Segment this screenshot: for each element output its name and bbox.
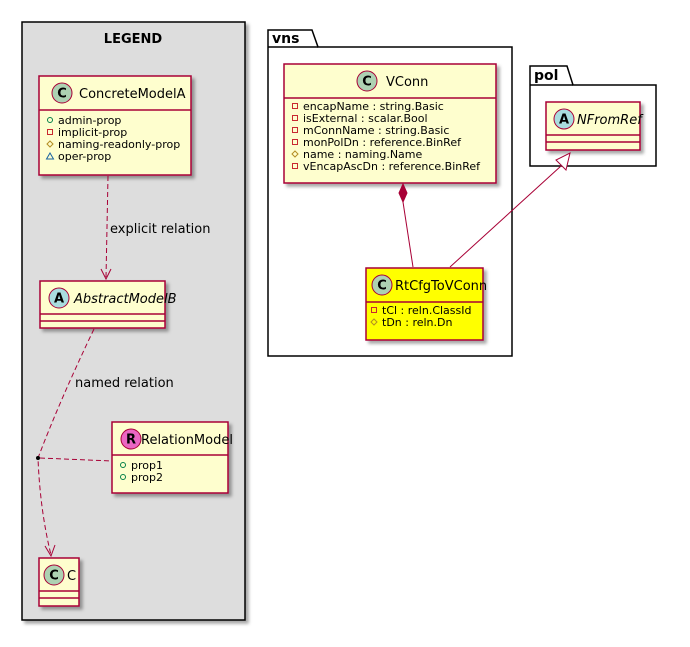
class-relation-model: R RelationModel prop1 prop2 xyxy=(111,421,233,494)
protected-icon xyxy=(291,150,299,158)
package-icon xyxy=(45,152,55,160)
abstract-icon: A xyxy=(559,113,569,128)
class-vconn: C VConn encapName : string.Basic isExter… xyxy=(283,63,497,184)
attr-vencap-asc-dn: vEncapAscDn : reference.BinRef xyxy=(303,160,481,173)
attr-tcl: tCl : reln.ClassId xyxy=(382,304,472,317)
private-icon xyxy=(292,127,298,133)
attr-name: name : naming.Name xyxy=(303,148,423,161)
attr-monpol-dn: monPolDn : reference.BinRef xyxy=(303,136,462,149)
class-icon: C xyxy=(377,279,387,294)
public-icon xyxy=(120,462,126,468)
attr-tdn: tDn : reln.Dn xyxy=(382,316,452,329)
private-icon xyxy=(292,115,298,121)
association-point xyxy=(36,456,40,460)
attr-admin-prop: admin-prop xyxy=(58,114,121,127)
package-title: vns xyxy=(272,31,299,47)
class-name: VConn xyxy=(386,75,428,90)
private-icon xyxy=(371,307,377,313)
legend-panel: LEGEND C ConcreteModelA admin-prop impli… xyxy=(21,21,246,621)
class-concrete-model-a: C ConcreteModelA admin-prop implicit-pro… xyxy=(38,75,192,176)
composition-link xyxy=(398,182,414,268)
class-icon: C xyxy=(49,569,59,584)
explicit-relation-label: explicit relation xyxy=(110,222,210,237)
attr-mconn-name: mConnName : string.Basic xyxy=(303,124,449,137)
class-name: NFromRef xyxy=(577,113,644,128)
public-icon xyxy=(120,474,126,480)
class-name: RtCfgToVConn xyxy=(395,279,487,294)
relation-icon: R xyxy=(126,433,136,448)
class-icon: C xyxy=(362,75,372,90)
private-icon xyxy=(292,103,298,109)
class-nfrom-ref: A NFromRef xyxy=(545,101,644,151)
attr-prop1: prop1 xyxy=(131,459,163,472)
attr-naming-readonly-prop: naming-readonly-prop xyxy=(58,138,180,151)
class-c: C C xyxy=(38,557,80,607)
class-name: RelationModel xyxy=(141,433,233,448)
package-vns: vns C VConn encapName : string.Basic isE… xyxy=(267,29,513,357)
attr-implicit-prop: implicit-prop xyxy=(58,126,127,139)
private-icon xyxy=(47,129,53,135)
attr-is-external: isExternal : scalar.Bool xyxy=(303,112,428,125)
legend-title: LEGEND xyxy=(104,32,163,47)
package-title: pol xyxy=(534,68,558,84)
inheritance-link xyxy=(449,152,571,268)
class-name: C xyxy=(67,569,76,584)
abstract-icon: A xyxy=(54,292,64,307)
class-name: ConcreteModelA xyxy=(79,87,186,102)
class-name: AbstractModelB xyxy=(73,292,177,307)
attr-oper-prop: oper-prop xyxy=(58,150,111,163)
named-relation-arrow: named relation xyxy=(36,328,174,558)
public-icon xyxy=(47,117,53,123)
class-rtcfg-to-vconn: C RtCfgToVConn tCl : reln.ClassId tDn : … xyxy=(365,267,487,341)
package-pol: pol A NFromRef xyxy=(529,65,657,167)
named-relation-label: named relation xyxy=(75,376,174,391)
explicit-relation-arrow: explicit relation xyxy=(100,175,210,281)
private-icon xyxy=(292,163,298,169)
attr-prop2: prop2 xyxy=(131,471,163,484)
attr-encap-name: encapName : string.Basic xyxy=(303,100,444,113)
class-abstract-model-b: A AbstractModelB xyxy=(39,280,177,329)
protected-icon xyxy=(370,318,378,326)
protected-icon xyxy=(46,140,54,148)
class-icon: C xyxy=(57,87,67,102)
private-icon xyxy=(292,139,298,145)
